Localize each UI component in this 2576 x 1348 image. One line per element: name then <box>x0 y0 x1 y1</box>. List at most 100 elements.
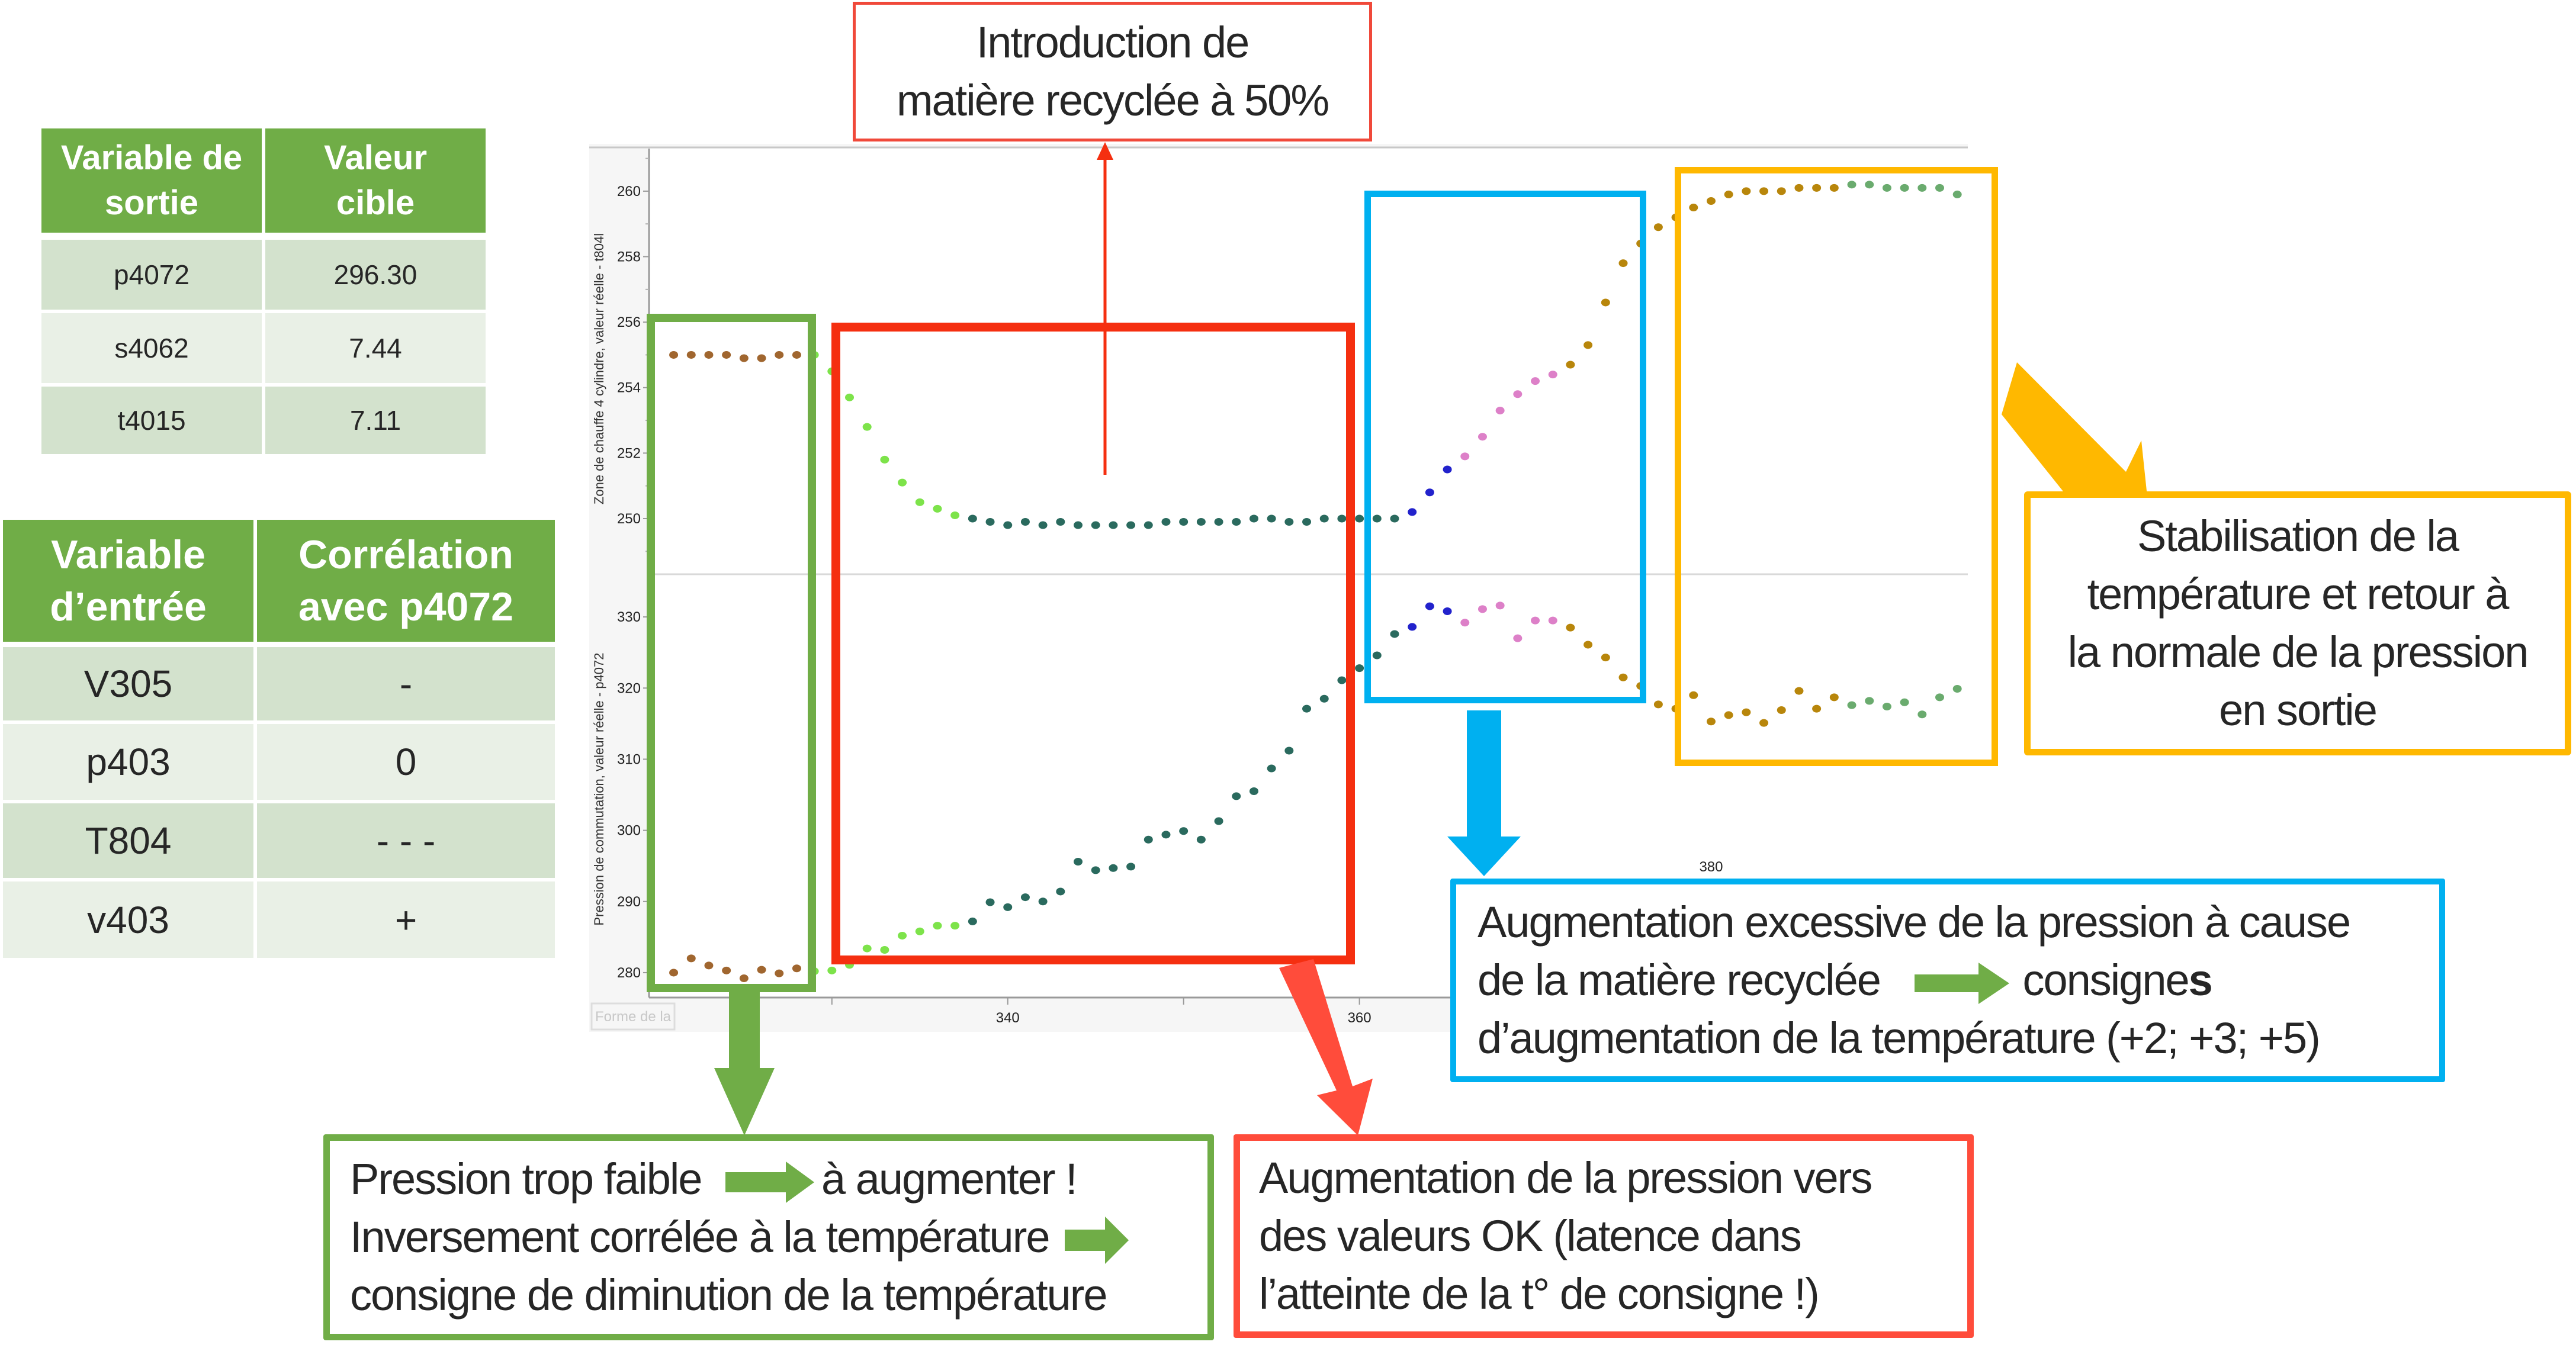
y-axis-label-top: Zone de chauffe 4 cylindre, valeur réell… <box>592 233 606 504</box>
data-point-bottom <box>1249 787 1258 796</box>
series-top-points <box>669 181 1962 529</box>
data-point-top <box>1847 181 1856 189</box>
table-cell: v403 <box>3 881 253 958</box>
red-diagonal-arrow-icon <box>1279 959 1373 1135</box>
data-point-bottom <box>968 917 977 925</box>
plot-area <box>649 149 1968 998</box>
low-pressure-line-3: consigne de diminution de la température <box>350 1270 1108 1320</box>
data-point-top <box>845 393 855 401</box>
table-cell: - <box>257 647 555 720</box>
data-point-top <box>1601 298 1610 307</box>
data-point-top <box>1882 184 1891 192</box>
data-point-top <box>1214 518 1223 526</box>
low-pressure-line-2-text: Inversement corrélée à la température <box>350 1212 1050 1262</box>
data-point-top <box>950 511 960 519</box>
table-cell: T804 <box>3 803 253 878</box>
increase-line-2: des valeurs OK (latence dans <box>1259 1211 1802 1260</box>
data-point-top <box>1074 521 1083 529</box>
low-pressure-line-1: Pression trop faible à augmenter ! <box>350 1150 1207 1208</box>
data-point-bottom <box>1865 697 1874 705</box>
header-text: Valeur cible <box>323 139 428 222</box>
data-point-bottom <box>1882 703 1891 711</box>
y-tick-label: 252 <box>617 445 641 461</box>
green-right-arrow-icon <box>1065 1217 1129 1265</box>
intro-annotation: Introduction de matière recyclée à 50% <box>853 2 1372 141</box>
data-point-top <box>1706 197 1716 205</box>
y-tick-label: 250 <box>617 511 641 527</box>
data-point-top <box>1020 518 1030 526</box>
data-point-bottom <box>1653 700 1663 709</box>
data-point-bottom <box>1601 654 1610 662</box>
x-tick-label: 340 <box>996 1010 1020 1026</box>
data-point-bottom <box>669 969 679 977</box>
table-cell: 0 <box>257 724 555 800</box>
data-point-bottom <box>1372 651 1382 659</box>
data-point-bottom <box>898 931 907 940</box>
red-thin-arrow-icon <box>1097 142 1113 475</box>
table-cell: 296.30 <box>265 240 486 310</box>
y-tick-label: 258 <box>617 249 641 265</box>
header-text: Corrélation avec p4072 <box>298 532 513 629</box>
header-text: Variable d’entrée <box>50 532 207 629</box>
chart-tab-button[interactable] <box>590 1002 676 1031</box>
cell-text: - - - <box>376 819 436 862</box>
data-point-top <box>1900 184 1909 192</box>
data-point-bottom <box>1477 605 1487 613</box>
data-point-top <box>669 350 679 359</box>
data-point-bottom <box>950 922 960 930</box>
data-point-top <box>739 354 749 362</box>
data-point-bottom <box>1829 693 1839 702</box>
pressure-increase-annotation: Augmentation de la pression vers des val… <box>1234 1134 1974 1338</box>
data-point-top <box>1531 377 1540 385</box>
data-point-bottom <box>1759 719 1769 727</box>
excess-line-2c: s <box>2188 955 2213 1005</box>
green-right-arrow-icon <box>1915 963 2010 1005</box>
data-point-top <box>1109 521 1118 529</box>
data-point-bottom <box>1390 630 1399 638</box>
data-point-bottom <box>1812 704 1822 713</box>
table-cell: - - - <box>257 803 555 878</box>
table-cell: V305 <box>3 647 253 720</box>
data-point-bottom <box>739 974 749 983</box>
data-point-bottom <box>1566 623 1575 632</box>
data-point-bottom <box>704 961 714 970</box>
data-point-bottom <box>775 969 784 977</box>
data-point-bottom <box>1513 634 1523 642</box>
cell-text: p403 <box>86 741 171 783</box>
blue-down-arrow-icon <box>1447 710 1521 876</box>
data-point-top <box>1179 518 1189 526</box>
data-point-top <box>722 350 731 359</box>
data-point-top <box>1372 514 1382 523</box>
yellow-highlight-frame <box>1675 167 1998 766</box>
stabilisation-line-3: la normale de la pression <box>2067 628 2529 677</box>
data-point-bottom <box>1952 684 1962 693</box>
red-highlight-frame <box>831 323 1355 964</box>
data-point-top <box>968 514 977 523</box>
data-point-top <box>1319 514 1329 523</box>
data-point-top <box>792 350 801 359</box>
cell-text: T804 <box>85 819 172 862</box>
data-point-top <box>1495 406 1505 414</box>
data-point-top <box>1618 259 1628 268</box>
data-point-top <box>933 504 942 513</box>
table-cell: 7.11 <box>265 387 486 454</box>
data-point-bottom <box>1425 602 1434 610</box>
data-point-top <box>1284 518 1294 526</box>
data-point-bottom <box>1144 835 1153 844</box>
low-pressure-annotation: Pression trop faible à augmenter ! Inver… <box>323 1134 1214 1340</box>
data-point-top <box>1653 223 1663 231</box>
data-point-bottom <box>1161 831 1171 839</box>
data-point-bottom <box>1777 706 1786 715</box>
data-point-top <box>915 498 924 506</box>
data-point-bottom <box>1196 835 1206 844</box>
cell-text: 7.11 <box>349 405 402 436</box>
data-point-bottom <box>1724 711 1733 719</box>
table-cell: 7.44 <box>265 313 486 383</box>
green-highlight-frame <box>647 314 816 992</box>
data-point-top <box>1935 184 1944 192</box>
data-point-top <box>1952 190 1962 198</box>
data-point-top <box>1161 518 1171 526</box>
y-tick-label: 260 <box>617 184 641 200</box>
